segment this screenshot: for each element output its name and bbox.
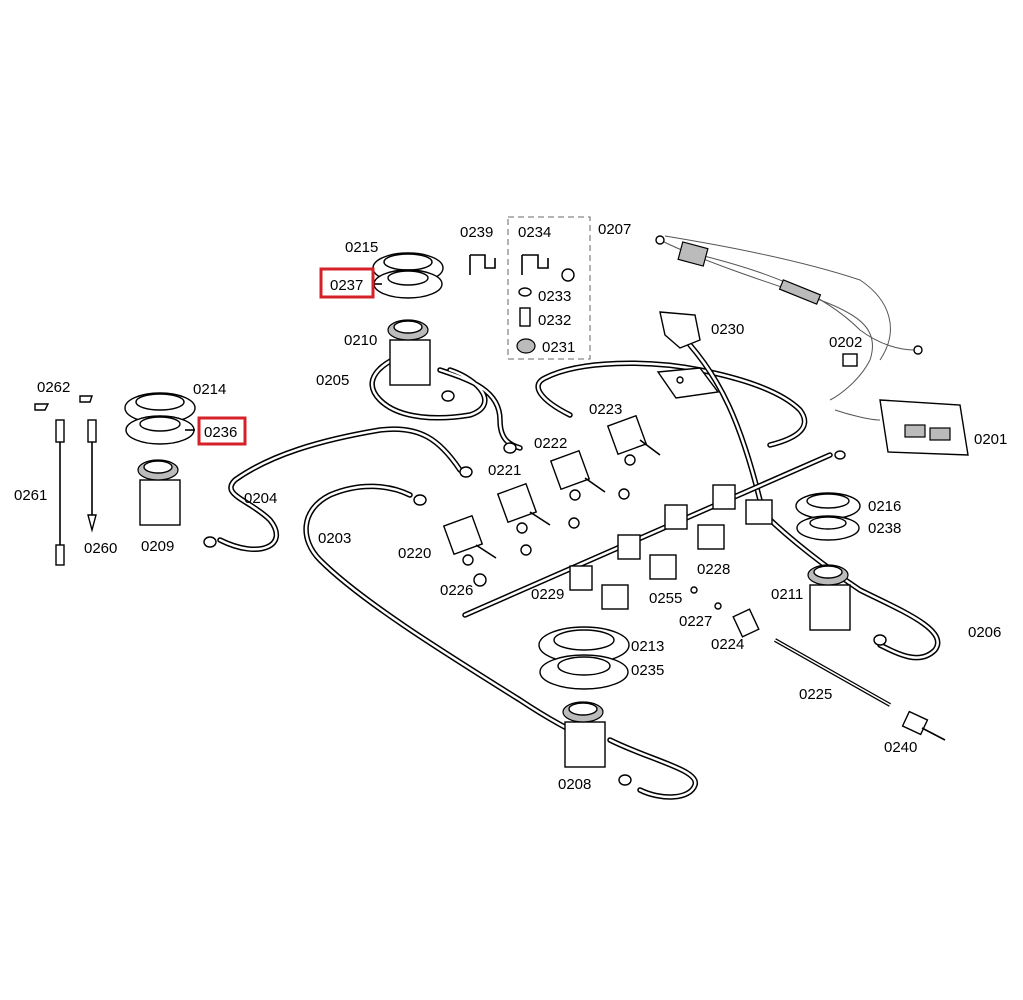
label-0215: 0215 — [345, 239, 378, 256]
label-0207: 0207 — [598, 221, 631, 238]
label-0223: 0223 — [589, 401, 622, 418]
burner-body-0210 — [387, 319, 431, 386]
label-0255: 0255 — [649, 590, 682, 607]
thermocouples — [34, 395, 97, 566]
label-0230: 0230 — [711, 321, 744, 338]
ignition-rod-0225 — [732, 608, 946, 741]
burner-cap-0214 — [124, 392, 196, 445]
label-0234: 0234 — [518, 224, 551, 241]
label-0222: 0222 — [534, 435, 567, 452]
label-0216: 0216 — [868, 498, 901, 515]
highlight-box-0237 — [319, 267, 375, 299]
label-0213: 0213 — [631, 638, 664, 655]
burner-body-0211 — [807, 564, 851, 631]
label-0227: 0227 — [679, 613, 712, 630]
label-0235: 0235 — [631, 662, 664, 679]
label-0225: 0225 — [799, 686, 832, 703]
valve-0222 — [549, 449, 606, 501]
label-0232: 0232 — [538, 312, 571, 329]
ignition-wires — [655, 235, 923, 421]
valve-0221 — [496, 482, 551, 534]
burner-cap-0215 — [372, 252, 444, 299]
label-0224: 0224 — [711, 636, 744, 653]
injector-kit-box — [469, 216, 591, 360]
label-0233: 0233 — [538, 288, 571, 305]
label-0238: 0238 — [868, 520, 901, 537]
label-0261: 0261 — [14, 487, 47, 504]
valve-0220 — [442, 514, 497, 566]
leader-lines — [185, 283, 382, 431]
burner-body-0208 — [562, 701, 606, 768]
label-0237: 0237 — [330, 277, 363, 294]
part-labels: 0215 0237 0210 0205 0239 0234 0207 0233 … — [14, 221, 1007, 793]
label-0260: 0260 — [84, 540, 117, 557]
highlight-box-0236 — [197, 416, 247, 446]
label-0262: 0262 — [37, 379, 70, 396]
label-0209: 0209 — [141, 538, 174, 555]
burner-cap-0216 — [795, 492, 861, 541]
ignition-module-0201 — [879, 399, 969, 456]
label-0210: 0210 — [344, 332, 377, 349]
label-0231: 0231 — [542, 339, 575, 356]
label-0206: 0206 — [968, 624, 1001, 641]
label-0239: 0239 — [460, 224, 493, 241]
gas-pipes — [217, 342, 941, 800]
label-0221: 0221 — [488, 462, 521, 479]
label-0220: 0220 — [398, 545, 431, 562]
label-0203: 0203 — [318, 530, 351, 547]
pipe-fittings — [203, 390, 887, 786]
bracket-0230 — [656, 311, 720, 399]
label-0205: 0205 — [316, 372, 349, 389]
label-0229: 0229 — [531, 586, 564, 603]
label-0226: 0226 — [440, 582, 473, 599]
label-0202: 0202 — [829, 334, 862, 351]
burner-body-0209 — [137, 459, 181, 526]
burner-cap-0213 — [538, 626, 630, 690]
label-0201: 0201 — [974, 431, 1007, 448]
label-0211: 0211 — [771, 586, 803, 603]
valve-0223 — [606, 414, 661, 466]
label-0208: 0208 — [558, 776, 591, 793]
connector-0202 — [842, 353, 858, 367]
label-0236: 0236 — [204, 424, 237, 441]
label-0204: 0204 — [244, 490, 277, 507]
label-0214: 0214 — [193, 381, 226, 398]
label-0228: 0228 — [697, 561, 730, 578]
manifold-brackets — [569, 484, 773, 610]
valves — [442, 414, 722, 610]
label-0240: 0240 — [884, 739, 917, 756]
